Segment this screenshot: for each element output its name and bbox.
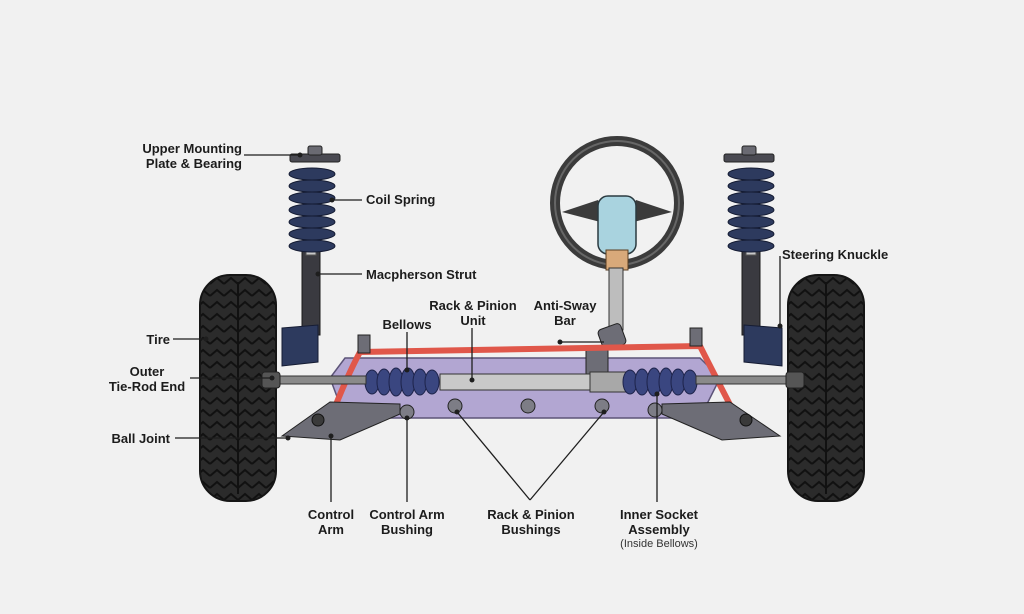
left-strut-assembly — [281, 145, 341, 367]
ball-joint-label: Ball Joint — [111, 431, 170, 446]
left-bellows — [364, 367, 440, 397]
rack-tube — [439, 371, 631, 393]
inner-socket-note: (Inside Bellows) — [620, 538, 698, 550]
leader-lines — [173, 152, 783, 502]
anti-sway-bar — [327, 327, 743, 427]
bellows-label: Bellows — [382, 317, 432, 332]
coil-spring-label: Coil Spring — [366, 192, 436, 207]
right-strut-assembly — [723, 145, 783, 367]
tire-label: Tire — [146, 332, 170, 347]
right-bellows — [622, 367, 698, 397]
bushings — [399, 398, 663, 420]
macpherson-strut-label: Macpherson Strut — [366, 267, 477, 282]
steering-wheel — [550, 136, 684, 377]
tie-rods — [261, 371, 805, 389]
steering-knuckle-label: Steering Knuckle — [782, 247, 889, 262]
